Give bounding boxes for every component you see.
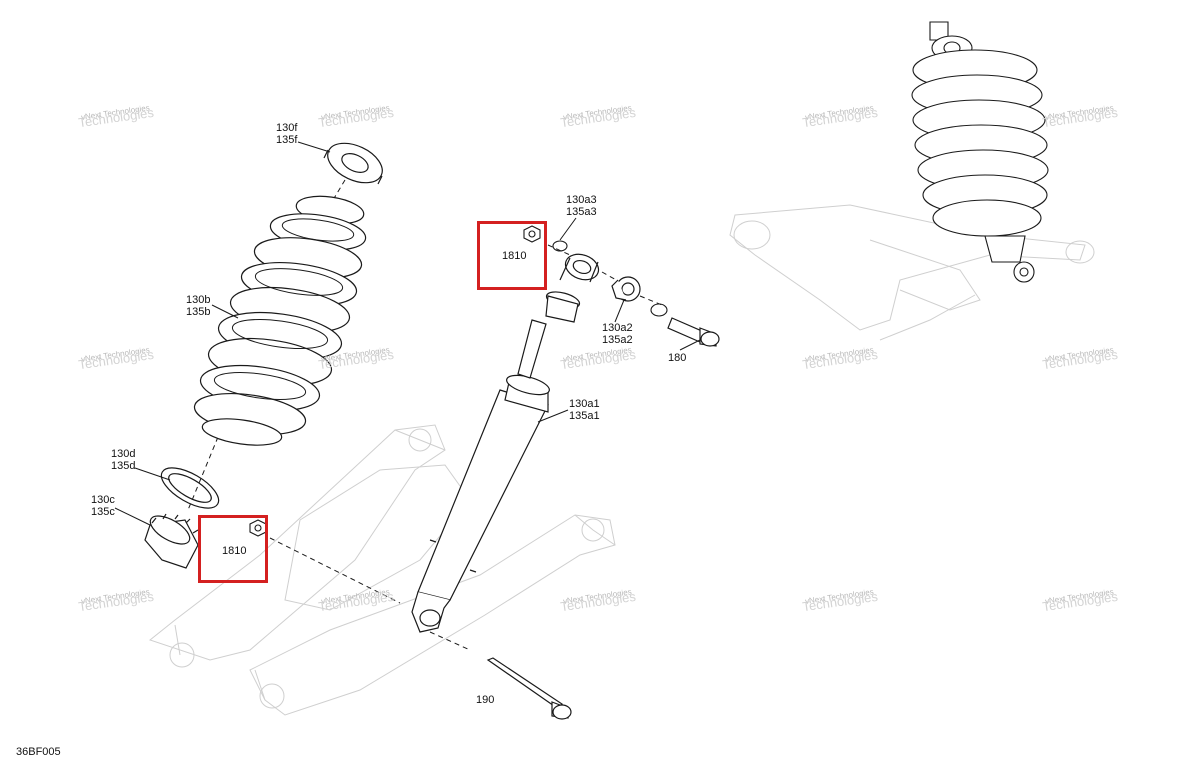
callout-number: 130d (111, 448, 136, 460)
callout-number: 190 (476, 694, 495, 706)
callout-number: 130c (91, 494, 115, 506)
callout-number: 180 (668, 352, 687, 364)
callout-130d[interactable]: 130d 135d (111, 448, 135, 472)
callout-number: 135a1 (569, 410, 600, 422)
bolt-180 (667, 317, 720, 347)
callout-180[interactable]: 180 (668, 352, 686, 364)
washer-lower (160, 467, 220, 509)
highlight-box-1810-lower[interactable] (198, 515, 268, 583)
callout-number: 135f (276, 134, 298, 146)
washer-top (323, 142, 383, 185)
assembled-shock (911, 21, 1049, 283)
callout-130a1[interactable]: 130a1 135a1 (569, 398, 600, 422)
callout-number: 130b (186, 294, 211, 306)
callout-number: 135d (111, 460, 136, 472)
callout-number: 130a1 (569, 398, 600, 410)
callout-130a3[interactable]: 130a3 135a3 (566, 194, 597, 218)
callout-number: 130a2 (602, 322, 633, 334)
adjuster-ring (144, 513, 199, 569)
highlight-box-1810-upper[interactable] (477, 221, 547, 290)
highlight-label: 1810 (222, 545, 247, 557)
callout-number: 130f (276, 122, 298, 134)
bushing (611, 276, 641, 302)
shock-absorber (411, 253, 600, 633)
diagram-code: 36BF005 (16, 746, 61, 758)
circlip-lower (650, 303, 668, 317)
callout-number: 135a3 (566, 206, 597, 218)
nut-right (523, 225, 541, 243)
callout-190[interactable]: 190 (476, 694, 494, 706)
assembled-view (729, 204, 1095, 341)
callout-number: 135a2 (602, 334, 633, 346)
callout-130b[interactable]: 130b 135b (186, 294, 210, 318)
callout-130c[interactable]: 130c 135c (91, 494, 115, 518)
callout-130a2[interactable]: 130a2 135a2 (602, 322, 633, 346)
callout-130f[interactable]: 130f 135f (276, 122, 297, 146)
callout-number: 130a3 (566, 194, 597, 206)
callout-number: 135b (186, 306, 211, 318)
bolt-190 (486, 657, 572, 720)
leader-lines (114, 141, 701, 526)
circlip-upper (552, 240, 568, 252)
highlight-label: 1810 (502, 250, 527, 262)
callout-number: 135c (91, 506, 115, 518)
